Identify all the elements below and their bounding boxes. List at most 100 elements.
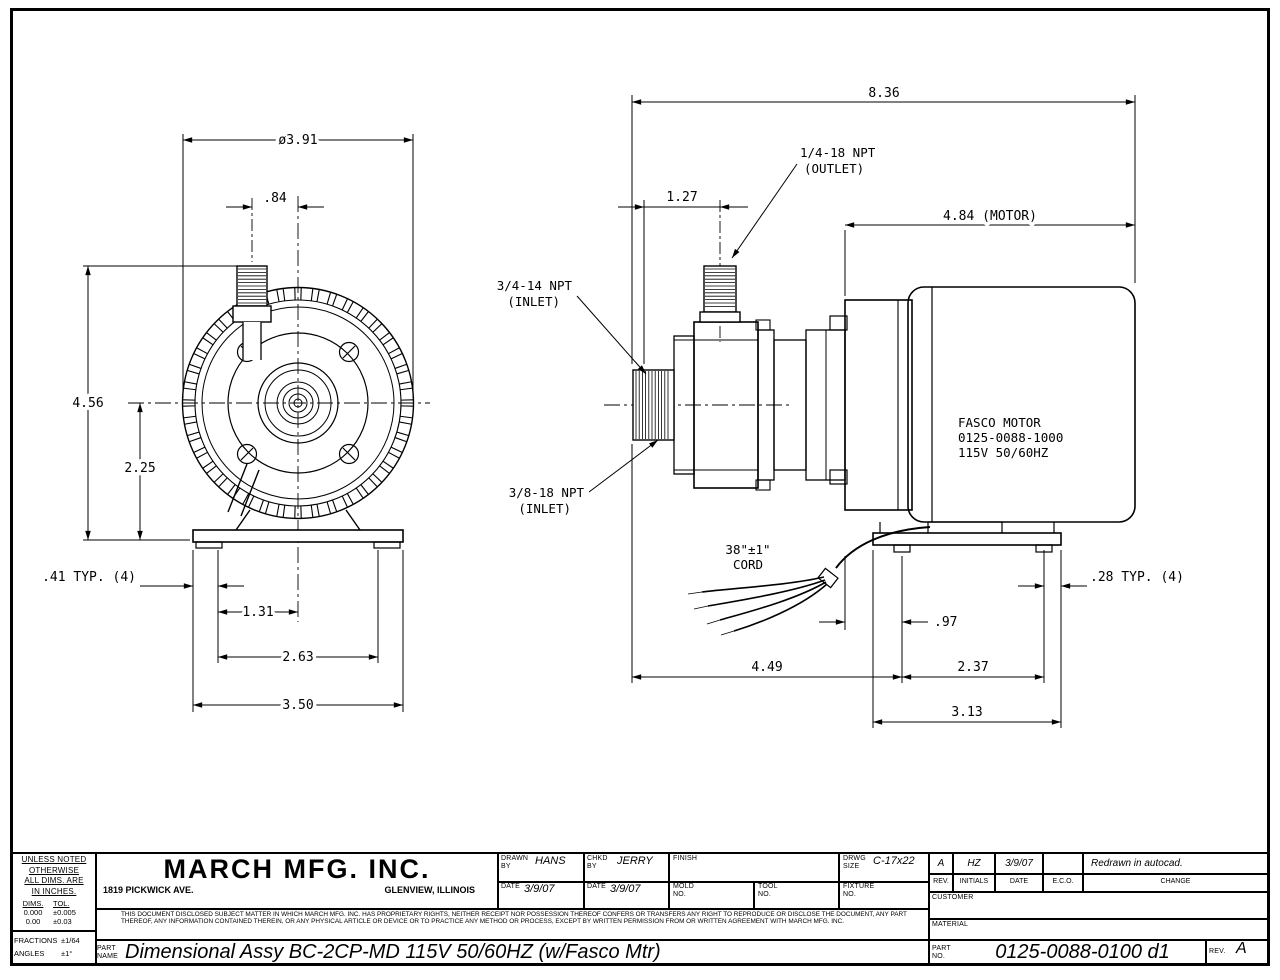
- power-cord: [687, 526, 931, 636]
- fixture-no-label: FIXTURE NO.: [843, 883, 875, 898]
- motor-end-bell: [844, 299, 913, 511]
- face-screw-top-right: [338, 341, 360, 363]
- company-block: MARCH MFG. INC. 1819 PICKWICK AVE. GLENV…: [97, 854, 497, 908]
- leader-inlet38: [588, 439, 659, 493]
- part-name-row: PART NAME Dimensional Assy BC-2CP-MD 115…: [97, 941, 927, 964]
- dim-base-width: 3.50: [282, 698, 313, 713]
- chkd-date-value: 3/9/07: [609, 883, 641, 895]
- drwg-size-value: C-17x22: [873, 855, 915, 867]
- shaft-ring: [282, 387, 314, 419]
- shaft: [288, 393, 308, 413]
- dim-face-to-foot: .97: [934, 615, 957, 630]
- angles-value: ±1°: [61, 949, 73, 958]
- rev-entry-rev: A: [937, 858, 945, 869]
- proprietary-disclaimer: THIS DOCUMENT DISCLOSED SUBJECT MATTER I…: [121, 911, 907, 926]
- side-view-dimensions: [576, 95, 1136, 728]
- part-no-label-2: NO.: [932, 952, 946, 960]
- finish-label: FINISH: [673, 855, 698, 862]
- dim-motor-length: 4.84 (MOTOR): [943, 209, 1037, 224]
- tol-val-2: ±0.03: [53, 917, 72, 926]
- rev-header-initials: INITIALS: [959, 878, 989, 885]
- label-inlet38-npt-2: (INLET): [518, 501, 571, 516]
- drwg-size-label: DRWG SIZE: [843, 855, 866, 870]
- angles-row: ANGLES ±1°: [13, 949, 95, 958]
- face-screw-bottom-right: [338, 443, 360, 465]
- drawn-date-label: DATE: [501, 883, 520, 890]
- pump-rim-inner: [194, 299, 402, 507]
- tol-dim-2: 0.00: [25, 917, 41, 926]
- motor-label-line2: 0125-0088-1000: [958, 430, 1063, 445]
- tol-dim-1: 0.000: [23, 908, 43, 917]
- leader-inlet34: [576, 295, 647, 375]
- drawn-date-value: 3/9/07: [523, 883, 555, 895]
- rev-entry-change: Redrawn in autocad.: [1091, 858, 1183, 869]
- dim-outlet-to-face: 1.27: [666, 190, 697, 205]
- dims-header: DIMS.: [22, 899, 44, 908]
- part-name-label-1: PART: [97, 944, 116, 952]
- hub-outer: [257, 362, 339, 444]
- chkd-by-label: CHKD BY: [587, 855, 608, 870]
- chkd-date-label: DATE: [587, 883, 606, 890]
- side-view: [604, 200, 1136, 636]
- customer-label: CUSTOMER: [932, 894, 974, 901]
- base-foot-left: [195, 541, 223, 549]
- outlet-port-side: [699, 265, 741, 323]
- drawn-by-cell: DRAWN BY HANS: [501, 855, 581, 870]
- rev-entry-date: 3/9/07: [1005, 858, 1033, 869]
- label-outlet-npt-2: (OUTLET): [804, 161, 864, 176]
- label-inlet34-npt-2: (INLET): [507, 294, 560, 309]
- head-screw-top: [755, 319, 771, 331]
- fractions-value: ±1/64: [61, 936, 80, 945]
- dim-diameter: ø3.91: [278, 133, 317, 148]
- rev-header-date: DATE: [1009, 878, 1029, 885]
- material-label: MATERIAL: [932, 921, 969, 928]
- foot-left: [893, 544, 911, 553]
- motor-label-line3: 115V 50/60HZ: [958, 445, 1049, 460]
- tolerance-note-4: IN INCHES.: [31, 886, 77, 896]
- part-no-label-1: PART: [932, 944, 951, 952]
- dim-overall-length: 8.36: [868, 86, 899, 101]
- base-plate-side: [872, 532, 1062, 546]
- cord-label-line1: 38"±1": [725, 542, 770, 557]
- rev-header-rev: REV.: [933, 878, 949, 885]
- front-view-dimensions: [83, 134, 414, 712]
- dim-base-length: 3.13: [951, 705, 982, 720]
- title-block: UNLESS NOTED OTHERWISE ALL DIMS. ARE IN …: [13, 852, 1267, 965]
- base-foot-right: [373, 541, 401, 549]
- tolerance-box: UNLESS NOTED OTHERWISE ALL DIMS. ARE IN …: [13, 855, 95, 926]
- rev-box: REV. A: [1209, 940, 1267, 958]
- tool-no-label: TOOL NO.: [758, 883, 778, 898]
- pump-face-ring: [201, 306, 395, 500]
- rev-box-value: A: [1235, 940, 1247, 957]
- front-view-dim-text: ø3.91 .84 4.56 2.25 .41 TYP. (4) 1.31 2.…: [39, 130, 321, 717]
- rev-entry-initials: HZ: [967, 858, 981, 869]
- label-outlet-npt: 1/4-18 NPT: [800, 145, 876, 160]
- dim-overall-height: 4.56: [72, 396, 103, 411]
- pump-outer-rim: [181, 286, 415, 520]
- pedestal-right: [345, 509, 361, 531]
- rev-box-label: REV.: [1209, 948, 1226, 955]
- base-plate-front: [192, 529, 404, 543]
- mold-no-label: MOLD NO.: [673, 883, 695, 898]
- dim-foot-inset: .28 TYP. (4): [1090, 570, 1184, 585]
- motor-label-line1: FASCO MOTOR: [958, 415, 1041, 430]
- tolerance-note-1: UNLESS NOTED: [21, 855, 87, 864]
- dim-hole-to-center: 1.31: [242, 605, 273, 620]
- chkd-by-value: JERRY: [617, 855, 653, 867]
- dim-hole-spacing: 2.63: [282, 650, 313, 665]
- sheet-border: [10, 8, 1270, 966]
- angles-label: ANGLES: [14, 949, 45, 958]
- tolerance-note-3: ALL DIMS. ARE: [24, 876, 84, 885]
- dim-hole-inset: .41 TYP. (4): [42, 570, 136, 585]
- part-name-value: Dimensional Assy BC-2CP-MD 115V 50/60HZ …: [125, 941, 661, 963]
- label-inlet34-npt: 3/4-14 NPT: [497, 278, 573, 293]
- dim-foot-spacing: 2.37: [957, 660, 988, 675]
- chkd-by-cell: CHKD BY JERRY: [587, 855, 667, 870]
- shaft-boss: [276, 381, 320, 425]
- tol-header: TOL.: [53, 899, 70, 908]
- chkd-date-cell: DATE 3/9/07: [587, 883, 667, 895]
- company-address: 1819 PICKWICK AVE.: [103, 885, 194, 895]
- fractions-row: FRACTIONS ±1/64: [13, 936, 95, 945]
